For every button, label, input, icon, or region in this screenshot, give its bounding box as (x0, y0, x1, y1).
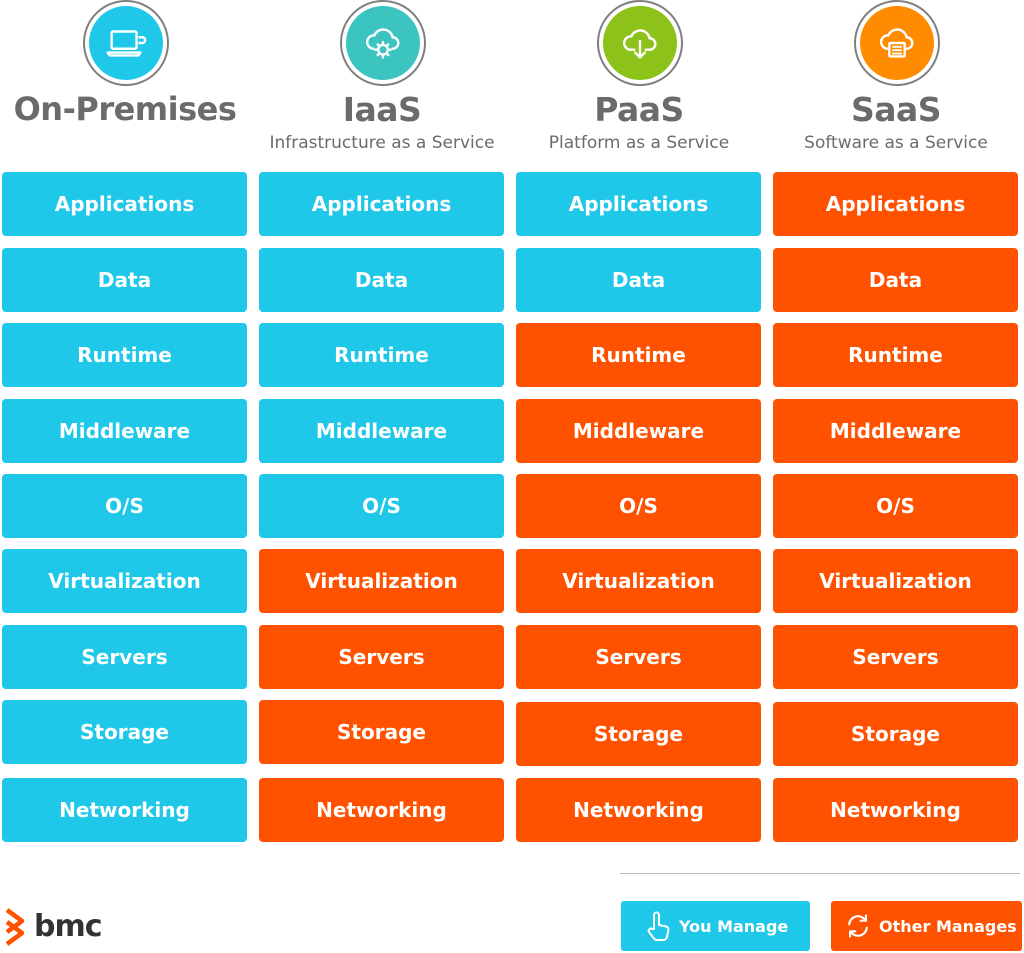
column-subtitle: Infrastructure as a Service (269, 133, 495, 153)
layer-networking: Networking (259, 778, 504, 842)
layer-os: O/S (259, 474, 504, 538)
layer-middleware: Middleware (259, 399, 504, 463)
layer-applications: Applications (773, 172, 1018, 236)
legend-other-manages-label: Other Manages (879, 916, 1017, 936)
layer-virtualization: Virtualization (259, 549, 504, 613)
layer-storage: Storage (773, 702, 1018, 766)
layer-networking: Networking (516, 778, 761, 842)
layer-data: Data (773, 248, 1018, 312)
layer-os: O/S (2, 474, 247, 538)
bmc-logo: bmc (4, 904, 103, 948)
icon-ring (597, 0, 683, 86)
layer-data: Data (516, 248, 761, 312)
layer-applications: Applications (259, 172, 504, 236)
layer-servers: Servers (516, 625, 761, 689)
icon-ring (854, 0, 940, 86)
layer-data: Data (2, 248, 247, 312)
layer-networking: Networking (2, 778, 247, 842)
logo-text: bmc (34, 908, 103, 944)
legend-divider (620, 873, 1020, 874)
layer-storage: Storage (2, 700, 247, 764)
icon-ring (340, 0, 426, 86)
icon-ring (83, 0, 169, 86)
layer-networking: Networking (773, 778, 1018, 842)
layer-middleware: Middleware (2, 399, 247, 463)
column-subtitle: Platform as a Service (548, 133, 730, 153)
layer-virtualization: Virtualization (773, 549, 1018, 613)
layer-data: Data (259, 248, 504, 312)
layer-runtime: Runtime (516, 323, 761, 387)
layer-servers: Servers (773, 625, 1018, 689)
layer-servers: Servers (259, 625, 504, 689)
column-title: On-Premises (13, 90, 237, 128)
layer-runtime: Runtime (2, 323, 247, 387)
layer-applications: Applications (516, 172, 761, 236)
layer-runtime: Runtime (773, 323, 1018, 387)
column-title: IaaS (342, 90, 422, 129)
cloud-gear-icon (346, 6, 420, 80)
layer-middleware: Middleware (773, 399, 1018, 463)
legend-other-manages: Other Manages (831, 901, 1022, 951)
column-title: PaaS (594, 90, 684, 129)
layer-applications: Applications (2, 172, 247, 236)
layer-storage: Storage (259, 700, 504, 764)
layer-os: O/S (773, 474, 1018, 538)
layer-os: O/S (516, 474, 761, 538)
legend-you-manage: You Manage (621, 901, 810, 951)
hand-pointer-icon (647, 911, 670, 941)
cloud-download-icon (603, 6, 677, 80)
layer-runtime: Runtime (259, 323, 504, 387)
layer-virtualization: Virtualization (516, 549, 761, 613)
layer-middleware: Middleware (516, 399, 761, 463)
bmc-chevron-icon (5, 908, 25, 946)
refresh-cycle-icon (848, 914, 868, 938)
layer-servers: Servers (2, 625, 247, 689)
column-title: SaaS (850, 90, 942, 129)
laptop-icon (89, 6, 163, 80)
layer-storage: Storage (516, 702, 761, 766)
column-subtitle: Software as a Service (804, 133, 988, 153)
legend-you-manage-label: You Manage (679, 916, 789, 936)
layer-virtualization: Virtualization (2, 549, 247, 613)
cloud-document-icon (860, 6, 934, 80)
